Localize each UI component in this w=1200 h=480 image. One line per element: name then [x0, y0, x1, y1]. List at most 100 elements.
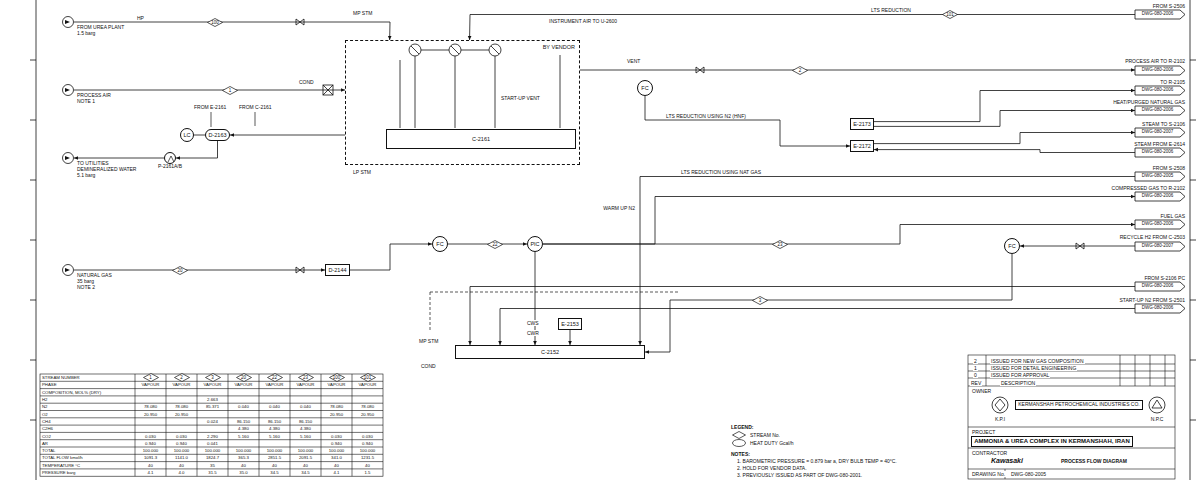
table-cell: 0.030 — [352, 434, 383, 439]
pipe-line — [874, 91, 1135, 122]
process-line — [568, 330, 572, 345]
drawing-note: Kawasaki — [990, 457, 1024, 465]
equipment-tag: C-2152 — [541, 349, 559, 355]
drawing-number: DWG-080-2006 — [1142, 150, 1174, 155]
pipe-line — [874, 150, 1135, 153]
table-cell: TEMPERATURE °C — [42, 463, 80, 468]
offpage-connector: TO UTILITIESDEMINERALIZED WATER5.1 barg — [62, 152, 74, 164]
package-boundary — [430, 292, 680, 293]
owner-name-box: KERMANSHAH PETROCHEMICAL INDUSTRIES CO. — [1015, 400, 1143, 410]
drawing-note: ISSUED FOR APPROVAL — [990, 372, 1050, 378]
node-label: FC — [641, 85, 648, 91]
intercooler-train — [489, 44, 501, 56]
table-cell: 4.1 — [321, 470, 352, 475]
sheet-frame — [1190, 240, 1196, 241]
table-cell: 2851.5 — [259, 455, 290, 460]
offpage-outline — [1135, 192, 1185, 201]
drawing-note: COND — [420, 363, 437, 369]
pipe-line — [640, 177, 1135, 346]
table-cell: 100.000 — [135, 448, 166, 453]
table-cell: 20.950 — [321, 412, 352, 417]
company-logo — [1149, 397, 1165, 413]
stream-number: 101 — [360, 373, 376, 382]
drawing-note: CONTRACTOR — [971, 450, 1008, 456]
offpage-circle — [63, 17, 74, 28]
offpage-arrow — [65, 268, 70, 272]
table-cell: 78.080 — [321, 404, 352, 409]
offpage-connector: FROM S-2506DWG-080-2006 — [1135, 10, 1185, 19]
table-cell: 0.030 — [135, 434, 166, 439]
offpage-arrow — [65, 88, 70, 92]
offpage-connector: FROM S-2106 PCDWG-080-2006 — [1135, 282, 1185, 291]
table-cell: 20.950 — [166, 412, 197, 417]
offpage-connector: PROCESS AIR TO R-2102DWG-080-2006 — [1135, 66, 1185, 75]
table-cell: 0.030 — [166, 434, 197, 439]
arrow-head — [1131, 89, 1135, 93]
legend-symbol — [732, 439, 746, 447]
instrument-bubble: FC — [432, 236, 448, 252]
process-line — [543, 195, 1135, 244]
stream-number: 1 — [143, 373, 159, 382]
table-cell: 100.000 — [259, 448, 290, 453]
stream-table-grid — [40, 410, 383, 411]
pipe-line — [874, 111, 1135, 127]
node-label: E-2172 — [853, 143, 871, 149]
offpage-circle — [63, 153, 74, 164]
pipe-line — [350, 244, 432, 270]
offpage-outline — [1135, 128, 1185, 137]
table-cell: 1091.3 — [135, 455, 166, 460]
offpage-connector: FUEL GASDWG-080-2006 — [1135, 220, 1185, 229]
drawing-note: CWR — [526, 330, 540, 336]
drawing-number: DWG-080-2006 — [1142, 108, 1174, 113]
stream-table-grid — [40, 395, 383, 396]
table-cell: 85.371 — [197, 404, 228, 409]
diamond-outline — [773, 240, 788, 248]
heat-exchanger: E-2153 — [558, 318, 582, 330]
diamond-outline — [793, 66, 808, 74]
drawing-note: 1 — [973, 365, 978, 371]
node-label: C-2152 — [541, 349, 559, 355]
intercooler-train — [449, 44, 461, 56]
equipment-tag: D-2163 — [208, 132, 226, 138]
pipe-line — [1020, 246, 1135, 247]
table-cell: 86.150 — [259, 419, 290, 424]
stream-number: 3 — [205, 373, 221, 382]
intercooler-train — [415, 56, 416, 128]
stream-table-grid — [228, 374, 229, 476]
arrow-head — [1131, 195, 1135, 199]
instrument-bubble: PIC — [527, 236, 543, 252]
stream-number: 2 — [174, 373, 190, 382]
stream-number: 22 — [487, 240, 503, 249]
drawing-note: LEGEND: — [730, 424, 755, 430]
pipe-line — [74, 22, 390, 40]
node-label: KERMANSHAH PETROCHEMICAL INDUSTRIES CO. — [1018, 402, 1140, 408]
drawing-note: 0 — [973, 372, 978, 378]
offpage-connector: START-UP N2 FROM S-2501DWG-080-2006 — [1135, 304, 1185, 313]
equipment-tag: LC — [183, 132, 190, 138]
drawing-note: FROM C-2161 — [238, 104, 273, 110]
legend-ellipse — [733, 440, 746, 447]
drawing-number: DWG-080-2006 — [1142, 12, 1174, 17]
table-cell: 0.940 — [135, 441, 166, 446]
offpage-outline — [1135, 282, 1185, 291]
offpage-circle — [63, 265, 74, 276]
stream-table-grid — [40, 454, 383, 455]
pipe-line — [580, 70, 1135, 71]
intercooler-train — [421, 50, 449, 51]
stream-number: 2 — [174, 373, 190, 382]
pipe-line — [645, 96, 850, 146]
leader-line — [255, 112, 256, 126]
intercooler-train — [461, 50, 489, 51]
table-cell: 4.1 — [135, 470, 166, 475]
process-line — [580, 68, 1135, 72]
table-cell: 35.0 — [228, 470, 259, 475]
table-cell: VAPOUR — [259, 382, 290, 387]
diamond-outline — [174, 374, 189, 382]
table-cell: 100.000 — [228, 448, 259, 453]
stream-number: 23 — [772, 240, 788, 249]
drawing-note: MP STM — [352, 10, 373, 16]
offpage-outline — [1135, 172, 1185, 181]
stream-table-grid — [352, 374, 353, 476]
table-cell: 0.024 — [197, 419, 228, 424]
